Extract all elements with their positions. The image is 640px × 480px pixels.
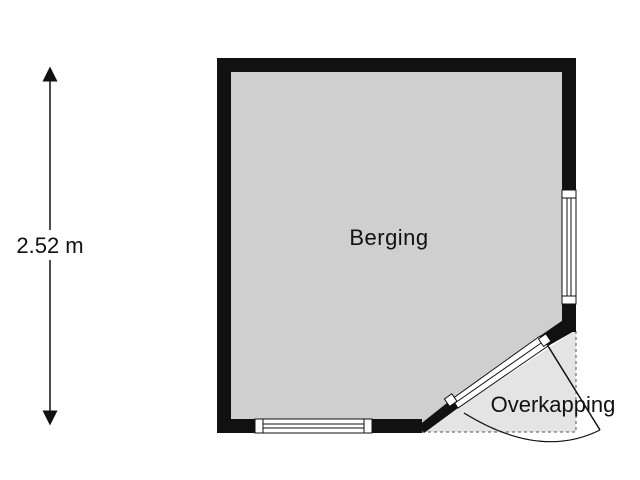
walls — [217, 58, 576, 433]
dimension-label: 2.52 m — [16, 233, 83, 258]
canopy-dashed-edge — [422, 330, 577, 433]
door-diagonal — [443, 333, 601, 443]
room-floor — [226, 66, 569, 426]
window-bottom — [254, 418, 373, 434]
area-label-overkapping: Overkapping — [491, 392, 616, 417]
room-label-berging: Berging — [349, 225, 428, 250]
dimension-line — [8, 66, 96, 426]
window-right — [561, 189, 577, 305]
